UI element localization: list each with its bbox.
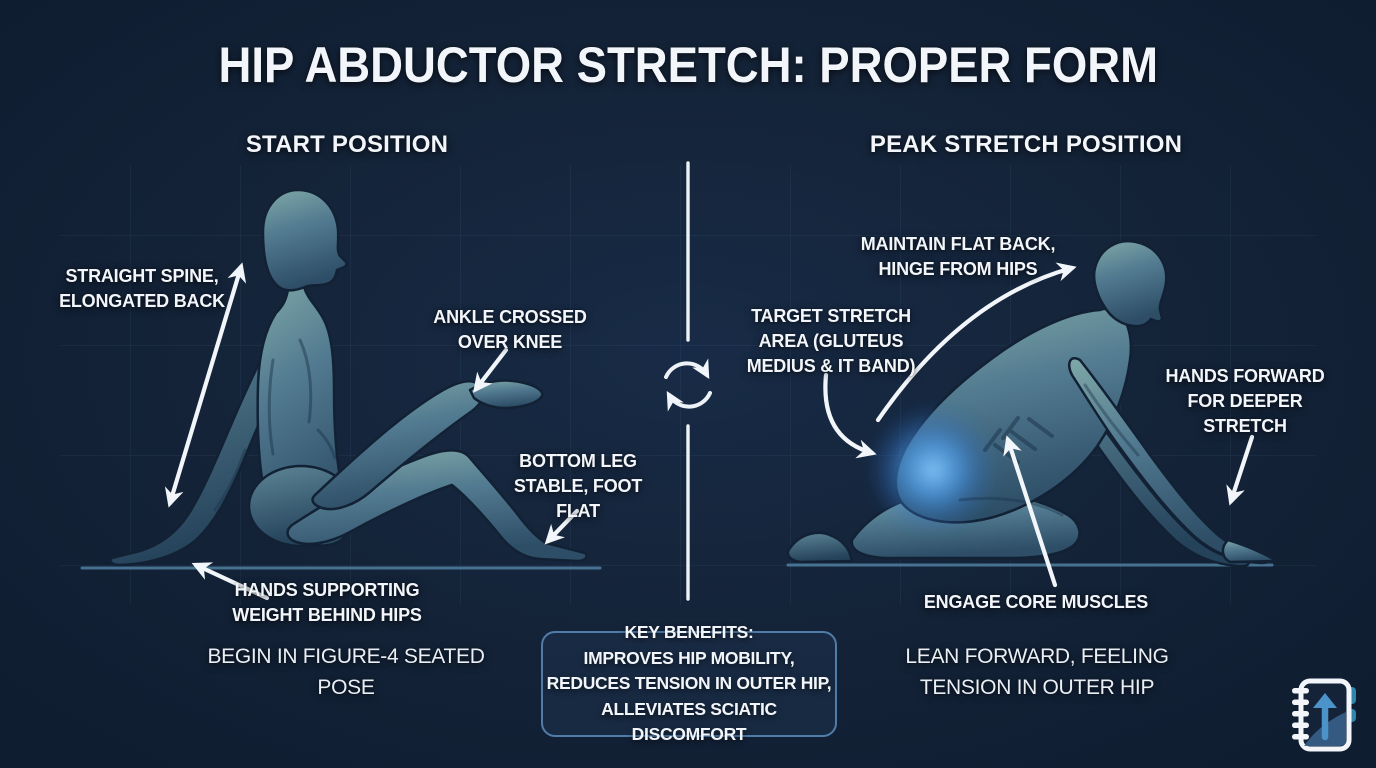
hands-arrow [191,562,270,601]
key-benefits-box: KEY BENEFITS: IMPROVES HIP MOBILITY, RED… [541,622,837,744]
start-pose-figure [109,188,588,567]
label-bottom-leg: BOTTOM LEG STABLE, FOOT FLAT [513,451,643,521]
notebook-up-arrow-logo [1292,678,1356,752]
label-hands-forward: HANDS FORWARD FOR DEEPER STRETCH [1165,366,1325,436]
flat-back-arrow [875,262,1077,423]
page-title: HIP ABDUCTOR STRETCH: PROPER FORM [218,37,1158,93]
core-arrow [1003,435,1058,588]
label-hands-supporting: HANDS SUPPORTING WEIGHT BEHIND HIPS [232,580,422,625]
peak-pose-figure [786,239,1278,568]
hands-forward-arrow [1226,434,1255,506]
start-caption: BEGIN IN FIGURE-4 SEATED POSE [207,645,485,699]
bottom-leg-arrow [544,508,580,545]
start-section-header: START POSITION [245,131,449,158]
target-area-arrow [823,372,877,459]
cycle-arrows-icon [664,358,712,412]
label-engage-core: ENGAGE CORE MUSCLES [923,592,1149,612]
peak-caption: LEAN FORWARD, FEELING TENSION IN OUTER H… [905,645,1169,699]
ankle-arrow [473,347,509,393]
label-target-stretch-area: TARGET STRETCH AREA (GLUTEUS MEDIUS & IT… [746,306,916,376]
peak-section-header: PEAK STRETCH POSITION [869,131,1183,158]
spine-double-arrow [164,262,247,508]
label-straight-spine: STRAIGHT SPINE, ELONGATED BACK [59,266,225,311]
label-flat-back: MAINTAIN FLAT BACK, HINGE FROM HIPS [860,234,1056,279]
key-benefits-heading: KEY BENEFITS: [624,622,754,643]
label-ankle-crossed: ANKLE CROSSED OVER KNEE [433,307,587,352]
key-benefits-lines: IMPROVES HIP MOBILITY, REDUCES TENSION I… [546,647,832,745]
annotation-arrows [164,262,1255,601]
ground-lines [80,563,1274,570]
target-stretch-glow [867,404,999,536]
